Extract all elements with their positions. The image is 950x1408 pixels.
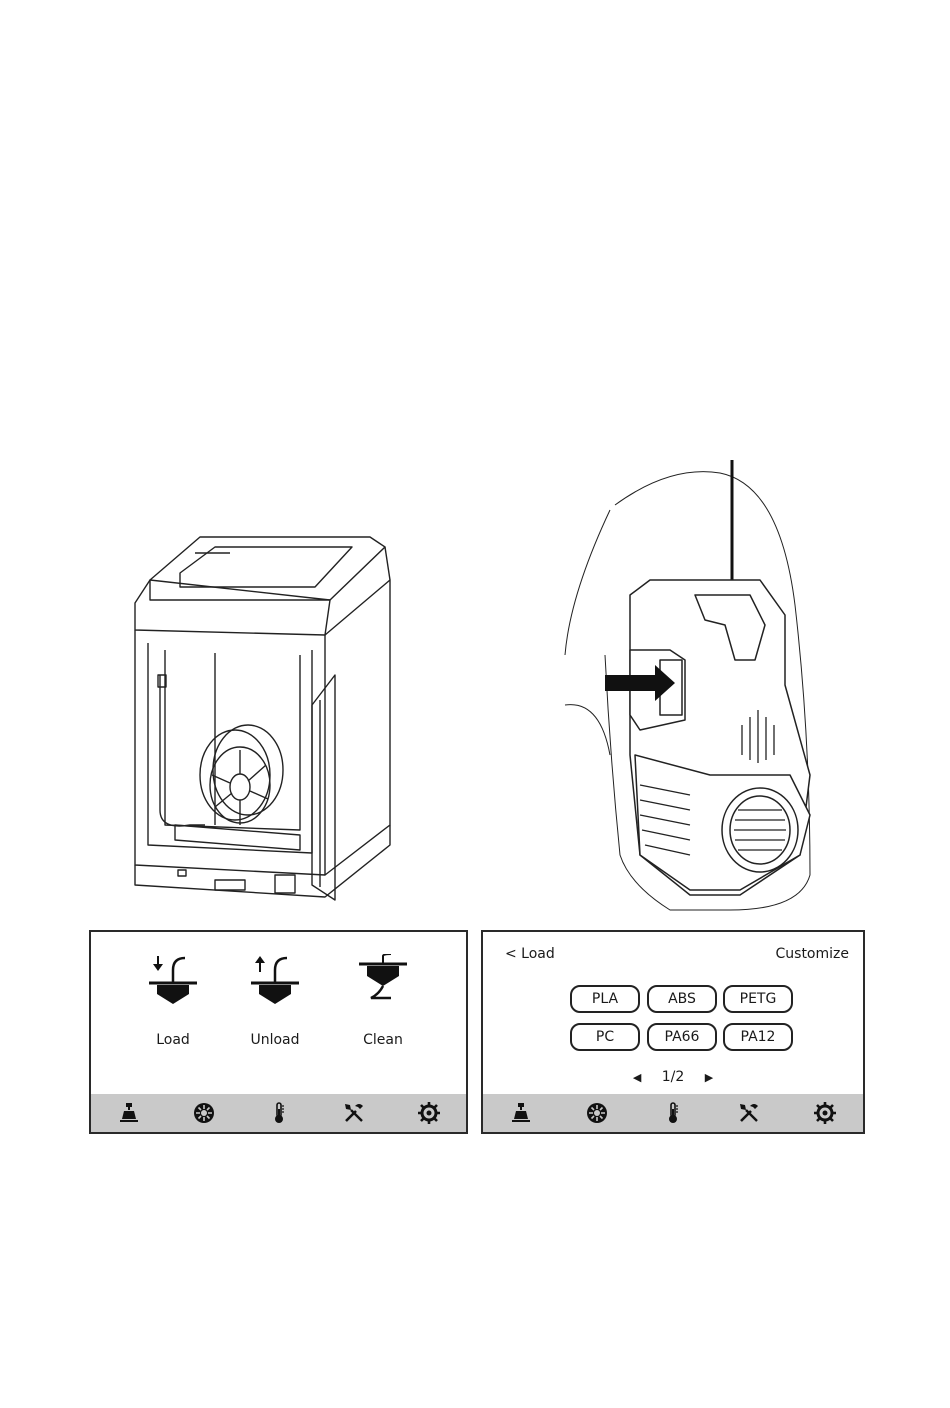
tab-print[interactable] xyxy=(115,1099,143,1127)
tab-bar xyxy=(91,1094,466,1132)
temperature-icon xyxy=(661,1101,685,1125)
tab-temperature[interactable] xyxy=(659,1099,687,1127)
tab-bar xyxy=(483,1094,863,1132)
printer-illustration xyxy=(120,525,410,910)
prev-page-button[interactable]: ◀ xyxy=(633,1071,641,1084)
material-abs-button[interactable]: ABS xyxy=(647,985,717,1013)
material-pla-button[interactable]: PLA xyxy=(570,985,640,1013)
customize-button[interactable]: Customize xyxy=(776,946,850,962)
tab-tools[interactable] xyxy=(735,1099,763,1127)
print-icon xyxy=(509,1101,533,1125)
filament-icon xyxy=(585,1101,609,1125)
pager: ◀ 1/2 ▶ xyxy=(483,1069,863,1085)
material-petg-button[interactable]: PETG xyxy=(723,985,793,1013)
load-filament-button[interactable]: Load xyxy=(128,954,218,1048)
tab-settings[interactable] xyxy=(811,1099,839,1127)
tab-filament[interactable] xyxy=(190,1099,218,1127)
temperature-icon xyxy=(267,1101,291,1125)
tab-settings[interactable] xyxy=(415,1099,443,1127)
material-pc-button[interactable]: PC xyxy=(570,1023,640,1051)
tab-tools[interactable] xyxy=(340,1099,368,1127)
page-indicator: 1/2 xyxy=(662,1069,685,1085)
clean-nozzle-icon xyxy=(353,954,413,1014)
unload-label: Unload xyxy=(230,1032,320,1048)
unload-filament-icon xyxy=(245,954,305,1014)
extruder-illustration xyxy=(510,455,830,915)
settings-icon xyxy=(417,1101,441,1125)
tools-icon xyxy=(737,1101,761,1125)
load-filament-icon xyxy=(143,954,203,1014)
filament-icon xyxy=(192,1101,216,1125)
clean-nozzle-button[interactable]: Clean xyxy=(338,954,428,1048)
load-material-screen: < Load Customize PLA ABS PETG PC PA66 PA… xyxy=(481,930,865,1134)
back-load-button[interactable]: < Load xyxy=(505,946,555,962)
load-label: Load xyxy=(128,1032,218,1048)
tab-temperature[interactable] xyxy=(265,1099,293,1127)
tab-filament[interactable] xyxy=(583,1099,611,1127)
material-pa66-button[interactable]: PA66 xyxy=(647,1023,717,1051)
tab-print[interactable] xyxy=(507,1099,535,1127)
unload-filament-button[interactable]: Unload xyxy=(230,954,320,1048)
material-pa12-button[interactable]: PA12 xyxy=(723,1023,793,1051)
filament-menu-screen: Load Unload Clean xyxy=(89,930,468,1134)
clean-label: Clean xyxy=(338,1032,428,1048)
tools-icon xyxy=(342,1101,366,1125)
print-icon xyxy=(117,1101,141,1125)
settings-icon xyxy=(813,1101,837,1125)
next-page-button[interactable]: ▶ xyxy=(705,1071,713,1084)
